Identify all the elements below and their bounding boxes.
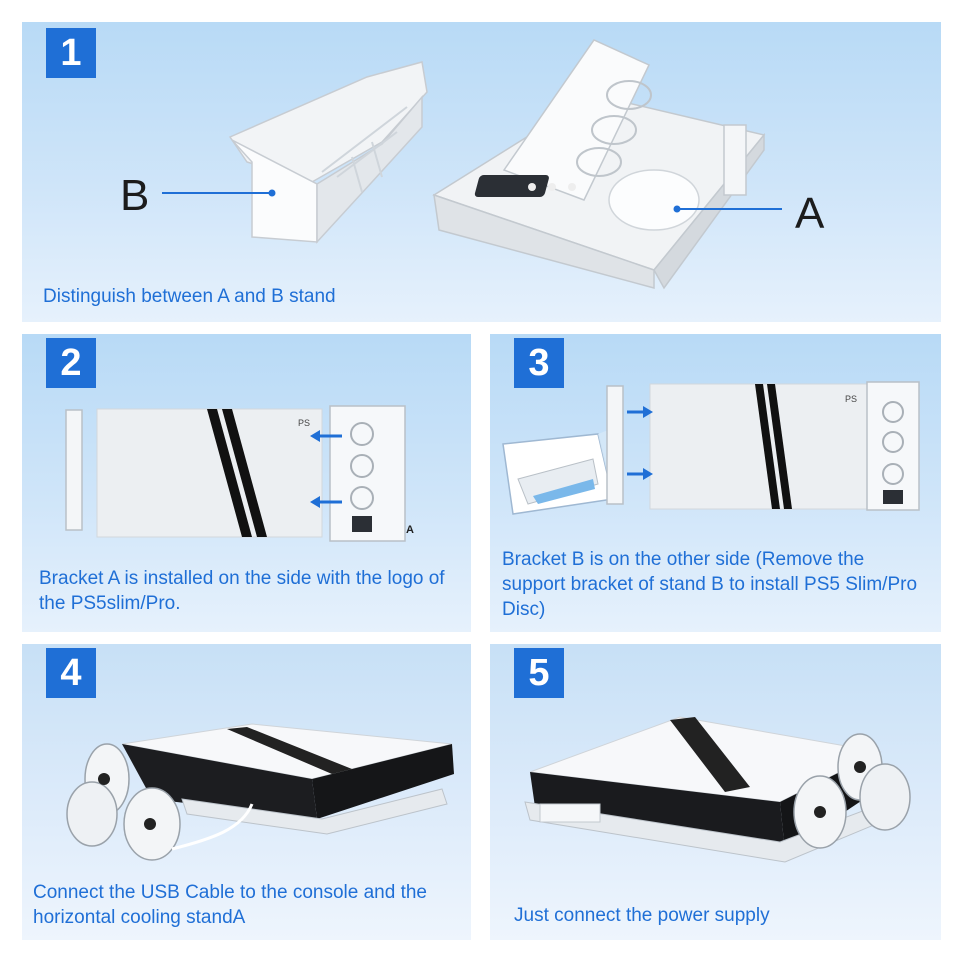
svg-text:PS: PS	[845, 394, 857, 404]
label-a: A	[795, 189, 825, 238]
step-3-caption: Bracket B is on the other side (Remove t…	[502, 549, 918, 620]
step-2-badge: 2	[46, 338, 96, 388]
stand-b-detail-image	[502, 424, 623, 515]
stand-a-image	[432, 39, 766, 290]
step-1-panel: 1 B A Distinguish between A and B stand	[22, 22, 941, 322]
step-5-badge: 5	[514, 648, 564, 698]
step-1-badge: 1	[46, 28, 96, 78]
svg-text:PS: PS	[298, 418, 310, 428]
console-side-view-image: PS	[65, 405, 406, 542]
console-power-setup-image	[524, 716, 911, 863]
step-5-caption: Just connect the power supply	[514, 905, 770, 926]
pointer-line-a	[673, 205, 782, 213]
step-2-panel: 2 PS A Bracket A is installed on the sid…	[22, 334, 471, 632]
label-b: B	[120, 171, 150, 220]
step-4-badge: 4	[46, 648, 96, 698]
console-b-side-image: PS	[606, 381, 920, 511]
step-4-caption: Connect the USB Cable to the console and…	[33, 882, 427, 928]
step-4-panel: 4 Connect the USB Cable to the console a…	[22, 644, 471, 940]
step-2-caption: Bracket A is installed on the side with …	[39, 568, 445, 614]
stand-b-image	[228, 61, 428, 244]
console-usb-setup-image	[66, 723, 454, 861]
step-3-panel: 3 PS Bracket B is on the other side (Rem…	[490, 334, 941, 632]
step-5-panel: 5 Just connect the power supply	[490, 644, 941, 940]
step-3-badge: 3	[514, 338, 564, 388]
step-1-caption: Distinguish between A and B stand	[43, 286, 336, 307]
pointer-line-b	[162, 189, 276, 197]
step-2-label-a: A	[406, 524, 414, 536]
